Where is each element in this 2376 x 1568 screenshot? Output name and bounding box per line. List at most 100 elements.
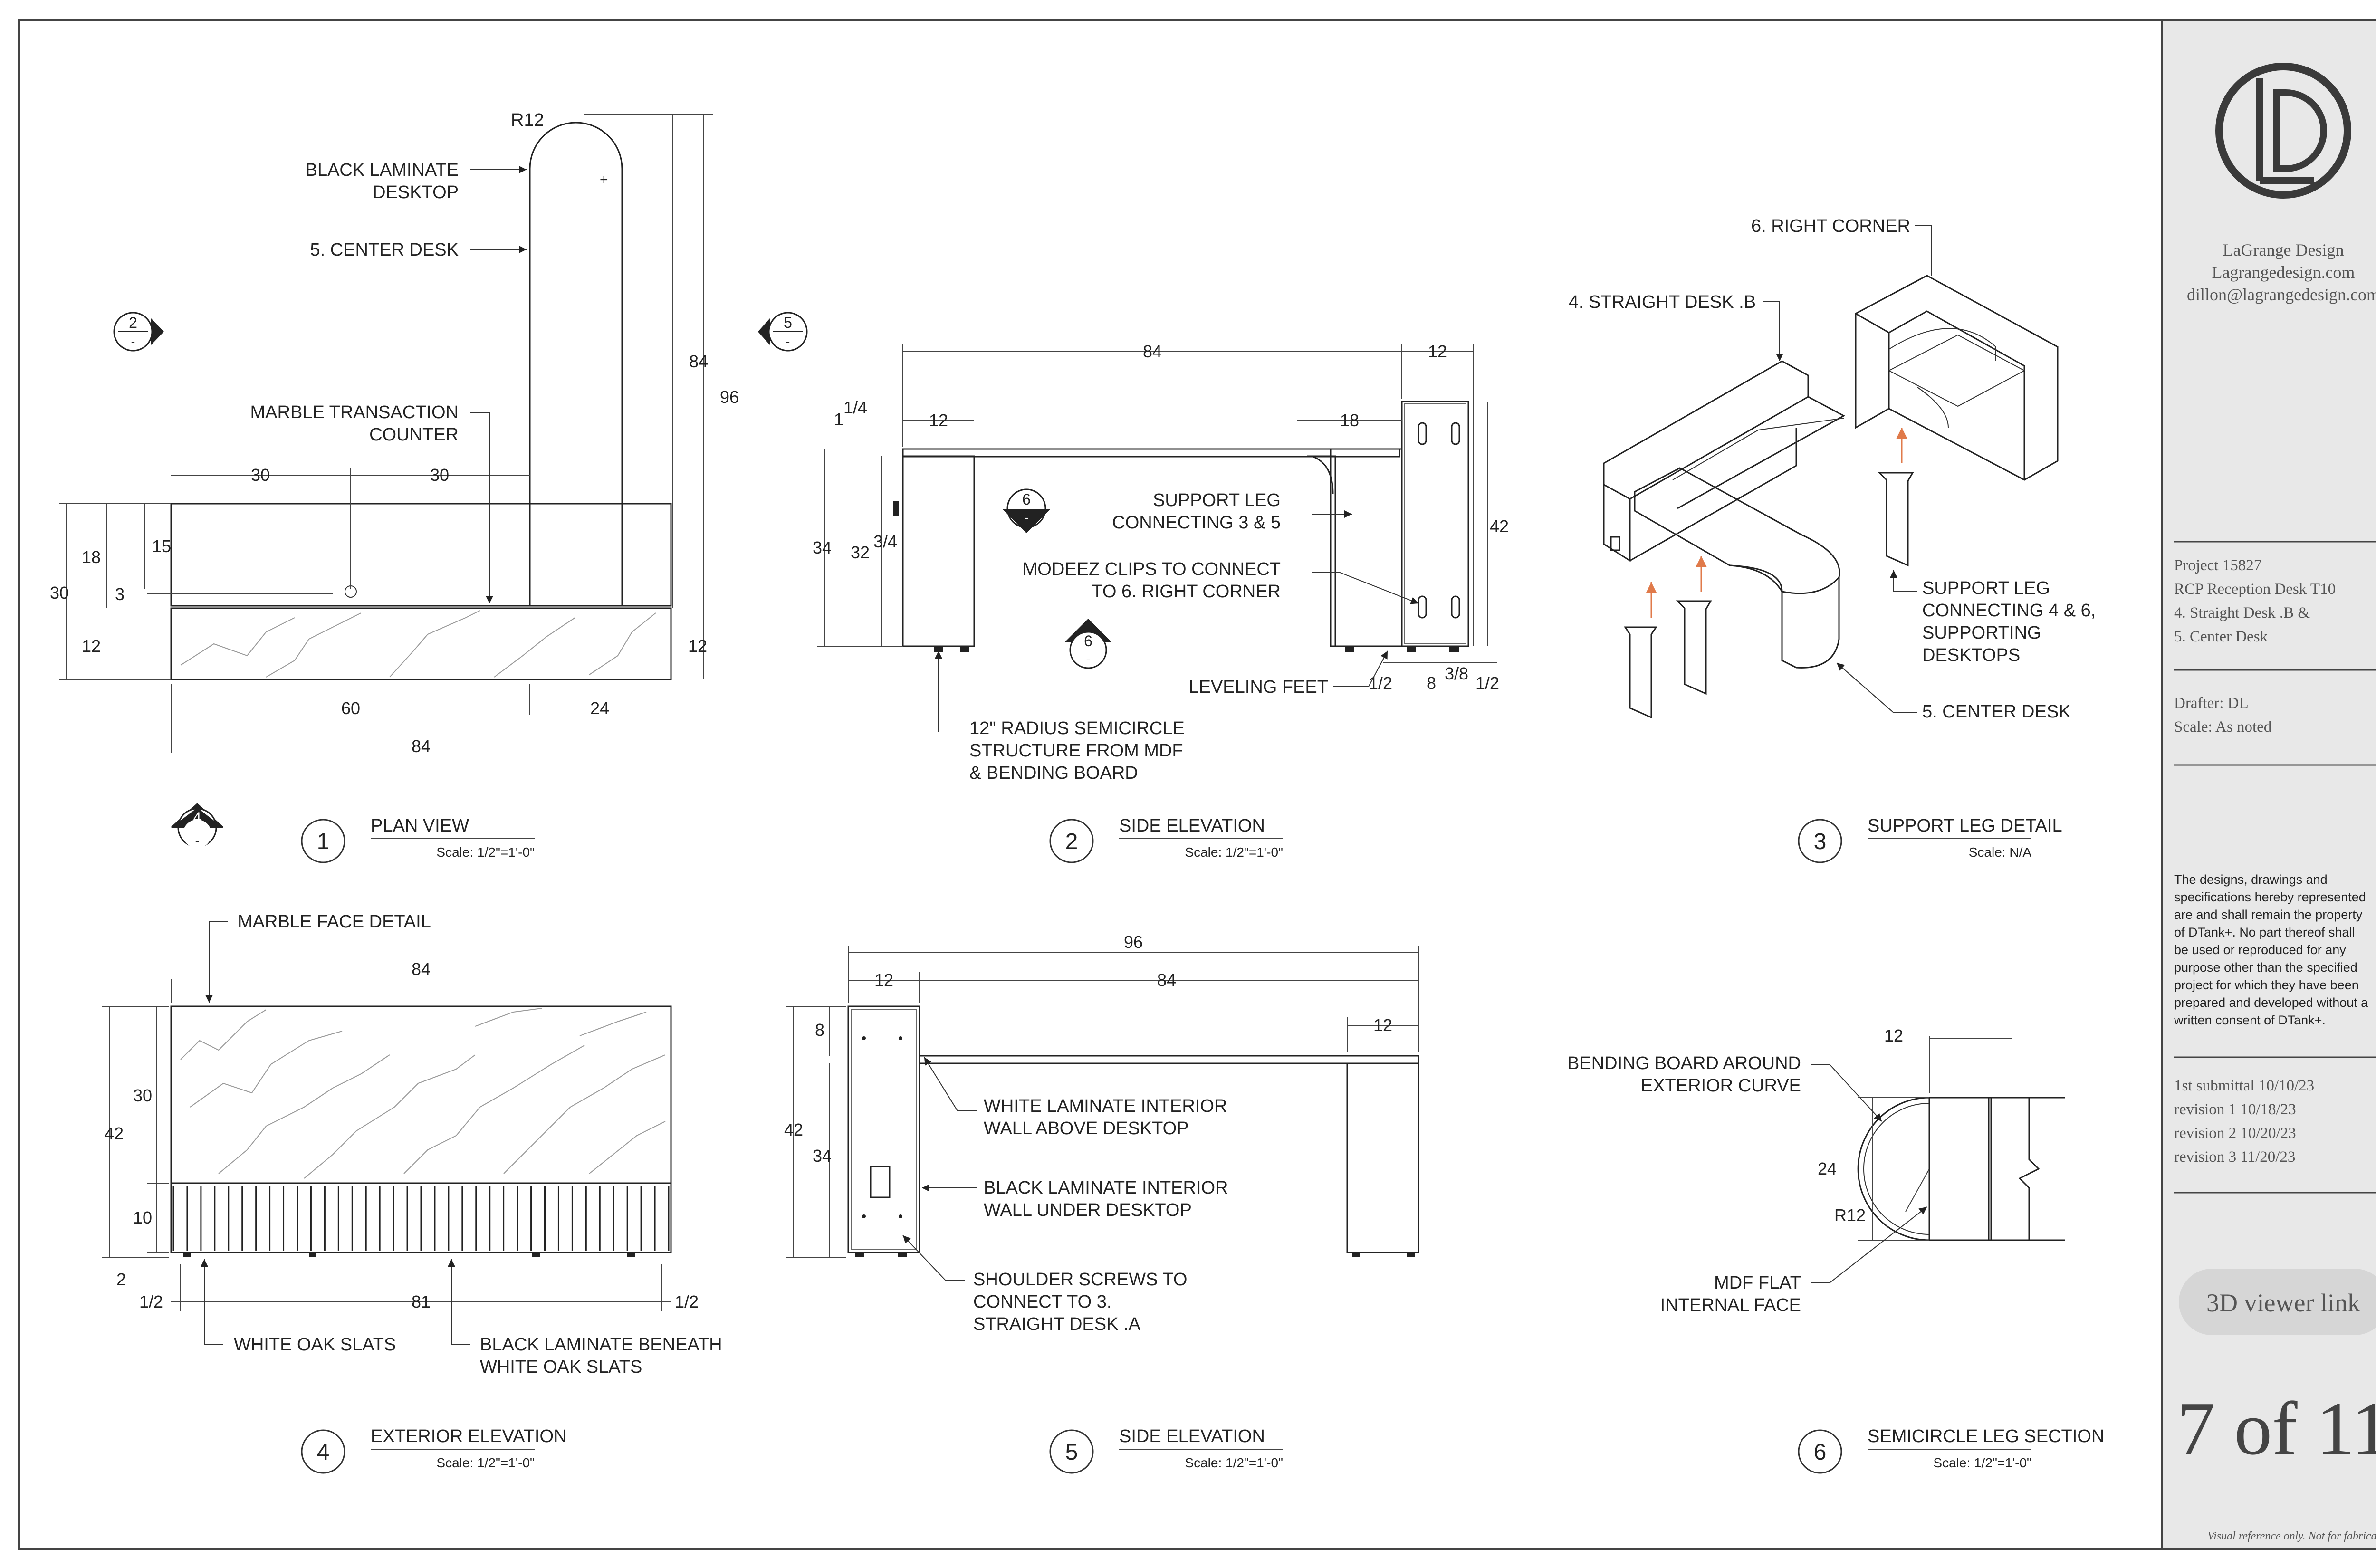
view-number-circle: [1049, 819, 1094, 863]
label-white-laminate-2: WALL ABOVE DESKTOP: [984, 1119, 1189, 1138]
plan-dim-12-left: 12: [82, 636, 101, 656]
revision-list: 1st submittal 10/10/23 revision 1 10/18/…: [2174, 1077, 2314, 1166]
revision-item: revision 3 11/20/23: [2174, 1148, 2295, 1166]
label-shoulder-screws-1: SHOULDER SCREWS TO: [973, 1270, 1187, 1290]
label-black-laminate-interior-1: BLACK LAMINATE INTERIOR: [984, 1178, 1228, 1198]
svg-text:-: -: [1025, 510, 1029, 525]
section-marker-5[interactable]: 5 -: [758, 312, 808, 352]
view-number-circle: [301, 819, 345, 863]
side-dim-12b: 12: [929, 411, 948, 430]
view-title: EXTERIOR ELEVATION: [371, 1426, 566, 1446]
view-scale: Scale: 1/2"=1'-0": [1185, 845, 1283, 860]
label-leveling-feet: LEVELING FEET: [1188, 677, 1328, 697]
label-marble-counter-1: MARBLE TRANSACTION: [250, 402, 459, 422]
plan-view-drawing: + R12 BLACK LAMINATE DESKTOP 5. CENTER: [50, 110, 739, 756]
view-number: 6: [1814, 1440, 1827, 1465]
label-white-oak: WHITE OAK SLATS: [234, 1335, 396, 1355]
svg-text:5: 5: [784, 314, 792, 331]
section-marker-2[interactable]: 2 -: [113, 312, 164, 352]
label-black-laminate-interior-2: WALL UNDER DESKTOP: [984, 1200, 1192, 1220]
view-scale: Scale: 1/2"=1'-0": [436, 845, 535, 860]
side-dim-84: 84: [1143, 342, 1162, 361]
label-support-leg-detail-4: DESKTOPS: [1922, 645, 2020, 665]
revision-item: revision 2 10/20/23: [2174, 1125, 2296, 1142]
project-name: RCP Reception Desk T10: [2174, 581, 2336, 598]
3d-viewer-link-label[interactable]: 3D viewer link: [2206, 1289, 2360, 1317]
semicircle-section-drawing: BENDING BOARD AROUND EXTERIOR CURVE MDF …: [1567, 1026, 2065, 1315]
ext-dim-half-right: 1/2: [675, 1292, 699, 1311]
svg-text:-: -: [786, 335, 790, 349]
svg-text:written consent of DTank+.: written consent of DTank+.: [2174, 1013, 2326, 1027]
section-marker-6a[interactable]: 6 -: [1003, 488, 1050, 533]
side-dim-1-frac: 1/4: [843, 398, 867, 417]
plan-dim-r12: R12: [511, 110, 544, 130]
side-dim-1: 1: [834, 410, 843, 429]
side5-dim-34: 34: [813, 1146, 832, 1166]
svg-text:project for which they have be: project for which they have been: [2174, 978, 2359, 992]
side5-dim-84: 84: [1157, 970, 1176, 990]
label-radius-1: 12" RADIUS SEMICIRCLE: [969, 718, 1185, 738]
ext-dim-84: 84: [412, 959, 431, 979]
drafter: Drafter: DL: [2174, 695, 2249, 712]
plan-dim-84v: 84: [689, 352, 708, 371]
3d-viewer-link-button[interactable]: 3D viewer link: [2179, 1269, 2376, 1335]
ext-dim-2: 2: [116, 1270, 126, 1289]
plan-dim-18: 18: [82, 547, 101, 567]
svg-text:2: 2: [129, 314, 137, 331]
svg-text:4: 4: [193, 810, 201, 825]
label-black-laminate-2: DESKTOP: [373, 182, 459, 202]
view-number: 1: [317, 829, 330, 854]
label-right-corner: 6. RIGHT CORNER: [1751, 216, 1910, 236]
svg-text:-: -: [1086, 652, 1091, 666]
label-straight-desk: 4. STRAIGHT DESK .B: [1569, 292, 1756, 312]
view-number-circle: [1049, 1429, 1094, 1474]
plan-dim-12-right: 12: [688, 636, 707, 656]
label-radius-3: & BENDING BOARD: [969, 763, 1138, 783]
side5-dim-42: 42: [784, 1120, 803, 1139]
company-email[interactable]: dillon@lagrangedesign.com: [2187, 285, 2376, 304]
label-support-leg-1: SUPPORT LEG: [1153, 490, 1281, 510]
project-scope-2: 5. Center Desk: [2174, 628, 2268, 645]
label-bending-board-1: BENDING BOARD AROUND: [1567, 1053, 1801, 1073]
svg-text:specifications hereby represen: specifications hereby represented: [2174, 890, 2366, 904]
side-dim-12a: 12: [1428, 342, 1447, 361]
side-dim-42: 42: [1490, 516, 1509, 536]
title-block: LaGrange Design Lagrangedesign.com dillo…: [2161, 19, 2376, 1550]
side-dim-half-2: 1/2: [1475, 673, 1499, 693]
semi-dim-24: 24: [1818, 1159, 1837, 1178]
svg-text:6: 6: [1022, 491, 1031, 508]
side5-dim-96: 96: [1124, 932, 1143, 952]
ext-dim-10: 10: [133, 1208, 152, 1227]
side-elevation-drawing: SUPPORT LEG CONNECTING 3 & 5 MODEEZ CLIP…: [813, 342, 1509, 783]
project-number: Project 15827: [2174, 557, 2261, 574]
view-title: SIDE ELEVATION: [1119, 816, 1265, 836]
oak-slats: [172, 1186, 670, 1251]
label-shoulder-screws-2: CONNECT TO 3.: [973, 1292, 1111, 1312]
label-marble-counter-2: COUNTER: [369, 425, 459, 445]
plan-dim-84h: 84: [412, 736, 431, 756]
view-scale: Scale: 1/2"=1'-0": [1933, 1455, 2031, 1470]
ext-dim-half-left: 1/2: [139, 1292, 163, 1311]
label-mdf-2: INTERNAL FACE: [1660, 1295, 1801, 1315]
plan-dim-15: 15: [152, 536, 171, 556]
ext-dim-81: 81: [412, 1292, 431, 1311]
plan-dim-60: 60: [341, 698, 360, 718]
side-dim-34: 34: [813, 538, 832, 557]
svg-text:-: -: [131, 335, 135, 349]
side5-dim-8: 8: [815, 1020, 824, 1040]
section-marker-4[interactable]: 4 -: [171, 803, 223, 848]
svg-text:+: +: [600, 172, 608, 188]
label-support-leg-detail-1: SUPPORT LEG: [1922, 578, 2050, 598]
plan-dim-30v: 30: [50, 583, 69, 602]
plan-dim-3: 3: [115, 584, 125, 604]
semi-dim-12: 12: [1884, 1026, 1903, 1045]
ext-dim-30: 30: [133, 1086, 152, 1105]
section-marker-6b[interactable]: 6 -: [1064, 619, 1112, 669]
label-modeez-1: MODEEZ CLIPS TO CONNECT: [1023, 559, 1281, 579]
company-website[interactable]: Lagrangedesign.com: [2212, 263, 2355, 282]
